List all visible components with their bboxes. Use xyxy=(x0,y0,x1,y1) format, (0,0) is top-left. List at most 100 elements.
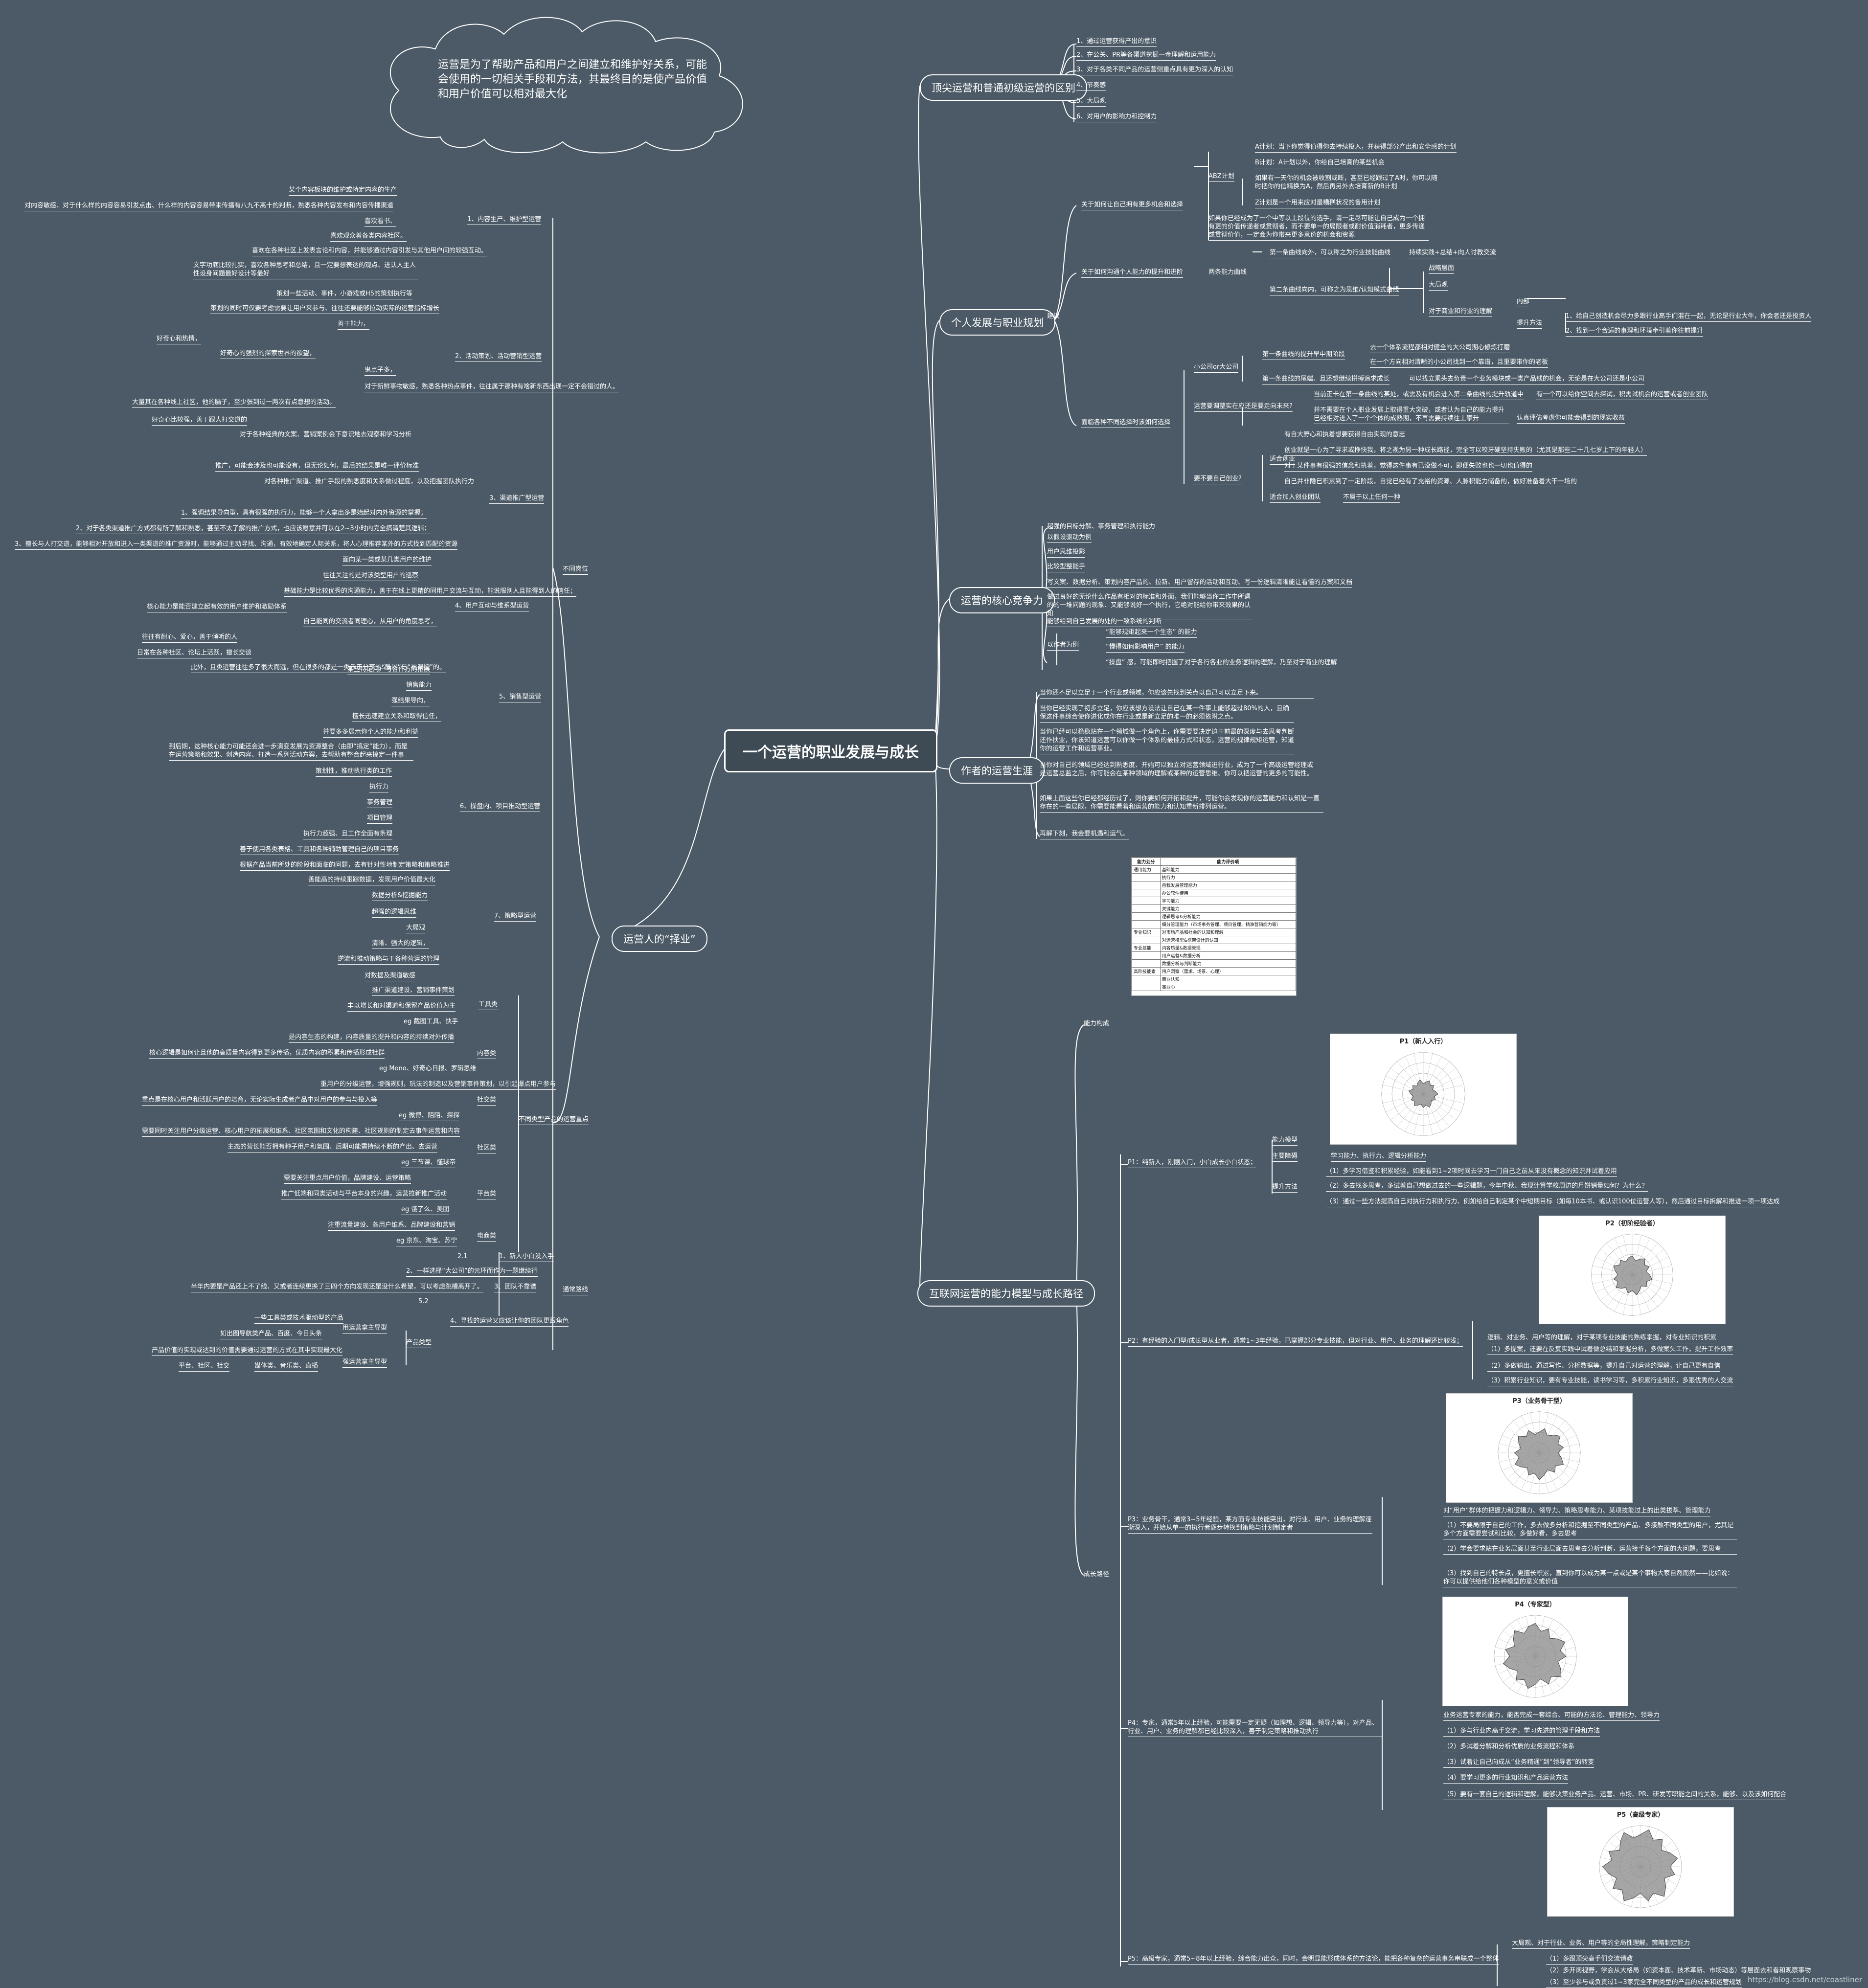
abz-item-c: 如果有一天你的机会被收割或断，甚至已经跟过了A时，你可以随时把你的信精换为A，然… xyxy=(1255,174,1441,192)
type-6-edge-3: 根据产品当前所处的阶段和面临的问题，去有针对性地制定策略和策略推进 xyxy=(240,861,450,871)
type-5-work: 某些特定用户与合作方的拓展 xyxy=(347,665,431,675)
branch-author[interactable]: 作者的运营生涯 xyxy=(949,757,1045,784)
startup-suit-1: 有自大野心和执着想要获得自由实现的意志 xyxy=(1284,430,1406,440)
type-2-edge-1: 善于能力， xyxy=(338,320,370,330)
stage-p4-method-4: （4）要学习更多的行业知识和产品运营方法 xyxy=(1443,1774,1569,1784)
product-community-name: 社区类 xyxy=(477,1144,497,1153)
type-3-core: 对各种推广渠道、推广手段的熟悉度和关系做过程度，以及把握团队执行力 xyxy=(264,477,475,487)
curve-2-inside: 内部 xyxy=(1517,297,1530,307)
branch-diff[interactable]: 顶尖运营和普通初级运营的区别 xyxy=(920,74,1087,101)
product-social-item-2: 重点是在核心用户和活跃用户的培育，无论实际生成者产品中对用户的参与与投入等 xyxy=(142,1096,378,1106)
startup-suit-2: 创业就是一心为了寻求或挣快我，将之视为另一种成长路径，完全可以咬牙硬坚持失败的（… xyxy=(1284,446,1647,456)
central-topic[interactable]: 一个运营的职业发展与成长 xyxy=(724,729,937,772)
product-platform-name: 平台类 xyxy=(477,1190,497,1199)
stage-p4-core: 业务运营专家的能力，能否完成一套综合、可能的方法论、管理能力、领导力 xyxy=(1443,1711,1660,1721)
core-item-3: 用户思维投影 xyxy=(1047,548,1086,558)
curve-1-note: 持续实践+总结+向人讨教交流 xyxy=(1409,248,1496,258)
table-item: 逻辑思考&分析能力 xyxy=(1160,912,1297,921)
author-item-1: 当你还不足以立足于一个行业或领域，你应该先找到关点以自己可以立足下来。 xyxy=(1040,689,1314,699)
branch-model[interactable]: 互联网运营的能力模型与成长路径 xyxy=(917,1280,1095,1307)
radar-chart-p3 xyxy=(1498,1411,1581,1494)
stage-p3-core: 对“用户”群体的把握力和逻辑力、领导力、策略思考能力、某项技能过上的出类拔萃、管… xyxy=(1443,1507,1711,1516)
channel-note: 半年内要是产品还上不了线、又或者连续更换了三四个方向发现还是没什么希望，可以考虑… xyxy=(191,1283,484,1292)
product-community-item-1: 需要同时关注用户分级运营、核心用户的拓展和维系、社区氛围和文化的构建、社区规则的… xyxy=(142,1127,460,1137)
type-2-edge-3: 好奇心的强烈的探索世界的欲望， xyxy=(220,349,316,359)
table-item: 商业认知 xyxy=(1160,975,1297,983)
radar-title-p4: P4（专家型） xyxy=(1515,1601,1556,1608)
channel-1: 1、新人小白没入手 xyxy=(499,1252,554,1262)
type-7-edge-1: 清晰、强大的逻辑， xyxy=(372,939,430,949)
type-1-work: 某个内容板块的维护或特定内容的生产 xyxy=(289,186,397,196)
table-item: 办公软件使用 xyxy=(1160,889,1297,897)
type-1-edge-2: 喜欢观众着各类内容社区。 xyxy=(330,232,407,242)
type-7-core-1: 数据分析&挖掘能力 xyxy=(372,891,428,901)
radar-area xyxy=(1602,1829,1678,1901)
stage-p1-ability-label: 能力模型 xyxy=(1272,1136,1298,1146)
table-sub-key: 关键能力 xyxy=(1160,904,1297,913)
curve-2-strategy: 战略层面 xyxy=(1429,264,1455,274)
product-tools-item-3: 丰以增长和对渠道和保留产品价值为主 xyxy=(347,1002,456,1012)
product-content-item-2: 核心逻辑是如何让且他的高质量内容得到更多传播，优质内容的积累和传播形成社群 xyxy=(149,1049,385,1059)
curve-2-improve: 提升方法 xyxy=(1517,319,1543,329)
intro-cloud-shape xyxy=(389,17,743,154)
stage-p5-method-2: （2）多开阔视野，学会从大格局（如资本面、技术革新、市场动态）等层面去和看和观察… xyxy=(1546,1966,1811,1976)
type-4-core-1: 基础能力是比较优秀的沟通能力，善于在线上更精的同用户交流与互动，能说服别人且能得… xyxy=(284,587,577,597)
product-tools-name: 工具类 xyxy=(478,1000,498,1010)
author-item-4: 当你对自己的领域已经达到熟悉度、开始可以独立对运营领域进行业，成为了一个高级运营… xyxy=(1040,761,1314,779)
product-platform-item-1: 需要关注重点用户价值，品牌建设、运营策略 xyxy=(284,1174,411,1184)
type-7-core-2: 超强的逻辑思维 xyxy=(372,908,417,918)
core-item-6: 做过良好的无论什么作品有相对的标准和外面，我们能够当你工作中所遇的的一堆问题的现… xyxy=(1047,593,1253,619)
intro-text: 运营是为了帮助产品和用户之间建立和维护好关系，可能会使用的一切相关手段和方法，其… xyxy=(438,59,707,100)
type-5-edge-1: 强结果导向， xyxy=(391,697,430,706)
stage-p4-method-5: （5）要有一套自己的逻辑和理解，能够决策业务产品、运营、市场、PR、研发等职能之… xyxy=(1443,1790,1787,1800)
link-diff xyxy=(918,85,940,750)
startup-suit-3: 对于某件事有很强的信念和执着，觉得这件事有已没做不可，即便失败也也一切也值得的 xyxy=(1284,462,1533,472)
model-growth: 成长路径 xyxy=(1084,1571,1110,1578)
stage-p2-method-1: （1）多提案，还要在反复实践中试着做总结和掌握分析，多做案头工作，提升工作效率 xyxy=(1487,1345,1733,1355)
link-core xyxy=(934,598,950,750)
product-tools-item-1: 对数据及渠道敏感 xyxy=(364,971,416,981)
product-community-item-3: eg 三节课、懂球帝 xyxy=(401,1158,456,1168)
type-3-name: 3、渠道推广型运营 xyxy=(489,494,545,504)
type-2-name: 2、活动策划、活动营销型运营 xyxy=(455,352,542,362)
radar-thumb-p3: P3（业务骨干型） xyxy=(1446,1393,1633,1503)
startup-suit: 适合创业 xyxy=(1270,455,1296,465)
stage-p1-method-1: （1）多学习借鉴和积累经验，如能看到1~2项时间去学习一门自己之前从来没有概念的… xyxy=(1326,1167,1617,1177)
type-6-core-1: 执行力 xyxy=(369,783,389,792)
link-choice xyxy=(611,749,725,937)
type-6-edge-2: 善于使用各类表格、工具和各种辅助管理自己的项目事务 xyxy=(240,845,399,855)
core-item-1: 超强的目标分解、事务管理和执行能力 xyxy=(1047,522,1156,532)
radar-title-p5: P5（高级专家） xyxy=(1617,1811,1664,1819)
type-6-core-3: 项目管理 xyxy=(367,814,393,824)
core-trait-2: “懂得如何影响用户” 的能力 xyxy=(1106,643,1185,653)
radar-thumb-p1: P1（新人入行） xyxy=(1330,1034,1517,1145)
big-or-small: 小公司or大公司 xyxy=(1194,363,1239,373)
product-content-item-3: eg Mono、好奇心日报、罗辑思维 xyxy=(379,1064,477,1074)
kind-2-item-1: 产品价值的实现或达到的价值需要通过运营的方式在其中实现最大化 xyxy=(152,1346,343,1356)
type-4-work: 面向某一类或某几类用户的维护 xyxy=(342,556,432,565)
core-traits-label: 以作者为例 xyxy=(1047,641,1079,651)
branch-career[interactable]: 个人发展与职业规划 xyxy=(939,309,1055,336)
product-community-item-2: 主态的营长能否拥有种子用户和氛围、后期可能需持续不断的产出、去运营 xyxy=(228,1143,438,1152)
type-6-name: 6、操盘内、项目推动型运营 xyxy=(460,802,541,812)
table-item: 内容质量&数据管理 xyxy=(1160,944,1297,952)
radar-grid-ring xyxy=(1599,1825,1682,1908)
product-social-item-1: 重用户的分级运营，增强规则，玩法的制造以及营销事件策划，以引起爆点用户参与 xyxy=(320,1080,556,1090)
product-tools-item-2: 推广渠道建设、营销事件策划 xyxy=(372,986,455,996)
link-model xyxy=(919,749,937,1292)
author-item-6: 再解下刻，我会要机遇和运气。 xyxy=(1040,830,1129,839)
switch-case-1: 当前正卡在第一条曲线的某处，或需及有机会进入第二条曲线的提升轨道中 xyxy=(1314,390,1524,400)
table-item: 对运营模型&框架设计的认知 xyxy=(1160,936,1297,944)
curve-2: 第二条曲线向内，可称之为思维/认知模式曲线 xyxy=(1270,286,1399,295)
radar-chart-p4 xyxy=(1494,1615,1577,1698)
watermark: https://blog.csdn.net/coastliner xyxy=(1747,1975,1862,1984)
table-group-knowledge: 专业知识 xyxy=(1132,928,1161,936)
big-small-stage-1: 第一条曲线的提升早中期阶段 xyxy=(1262,350,1345,360)
radar-grid-ring xyxy=(1591,1234,1673,1316)
branch-choice[interactable]: 运营人的“择业” xyxy=(612,926,707,952)
stage-p3-method-1: （1）不要局限于自己的工作，多去做多分析和挖掘至不同类型的产品、多接触不同类型的… xyxy=(1443,1521,1737,1539)
branch-core[interactable]: 运营的核心竞争力 xyxy=(949,587,1055,613)
radar-area xyxy=(1613,1255,1653,1295)
stage-p4-method-3: （3）试着让自己向成从“业务精通”到“领导者”的转变 xyxy=(1443,1758,1595,1768)
